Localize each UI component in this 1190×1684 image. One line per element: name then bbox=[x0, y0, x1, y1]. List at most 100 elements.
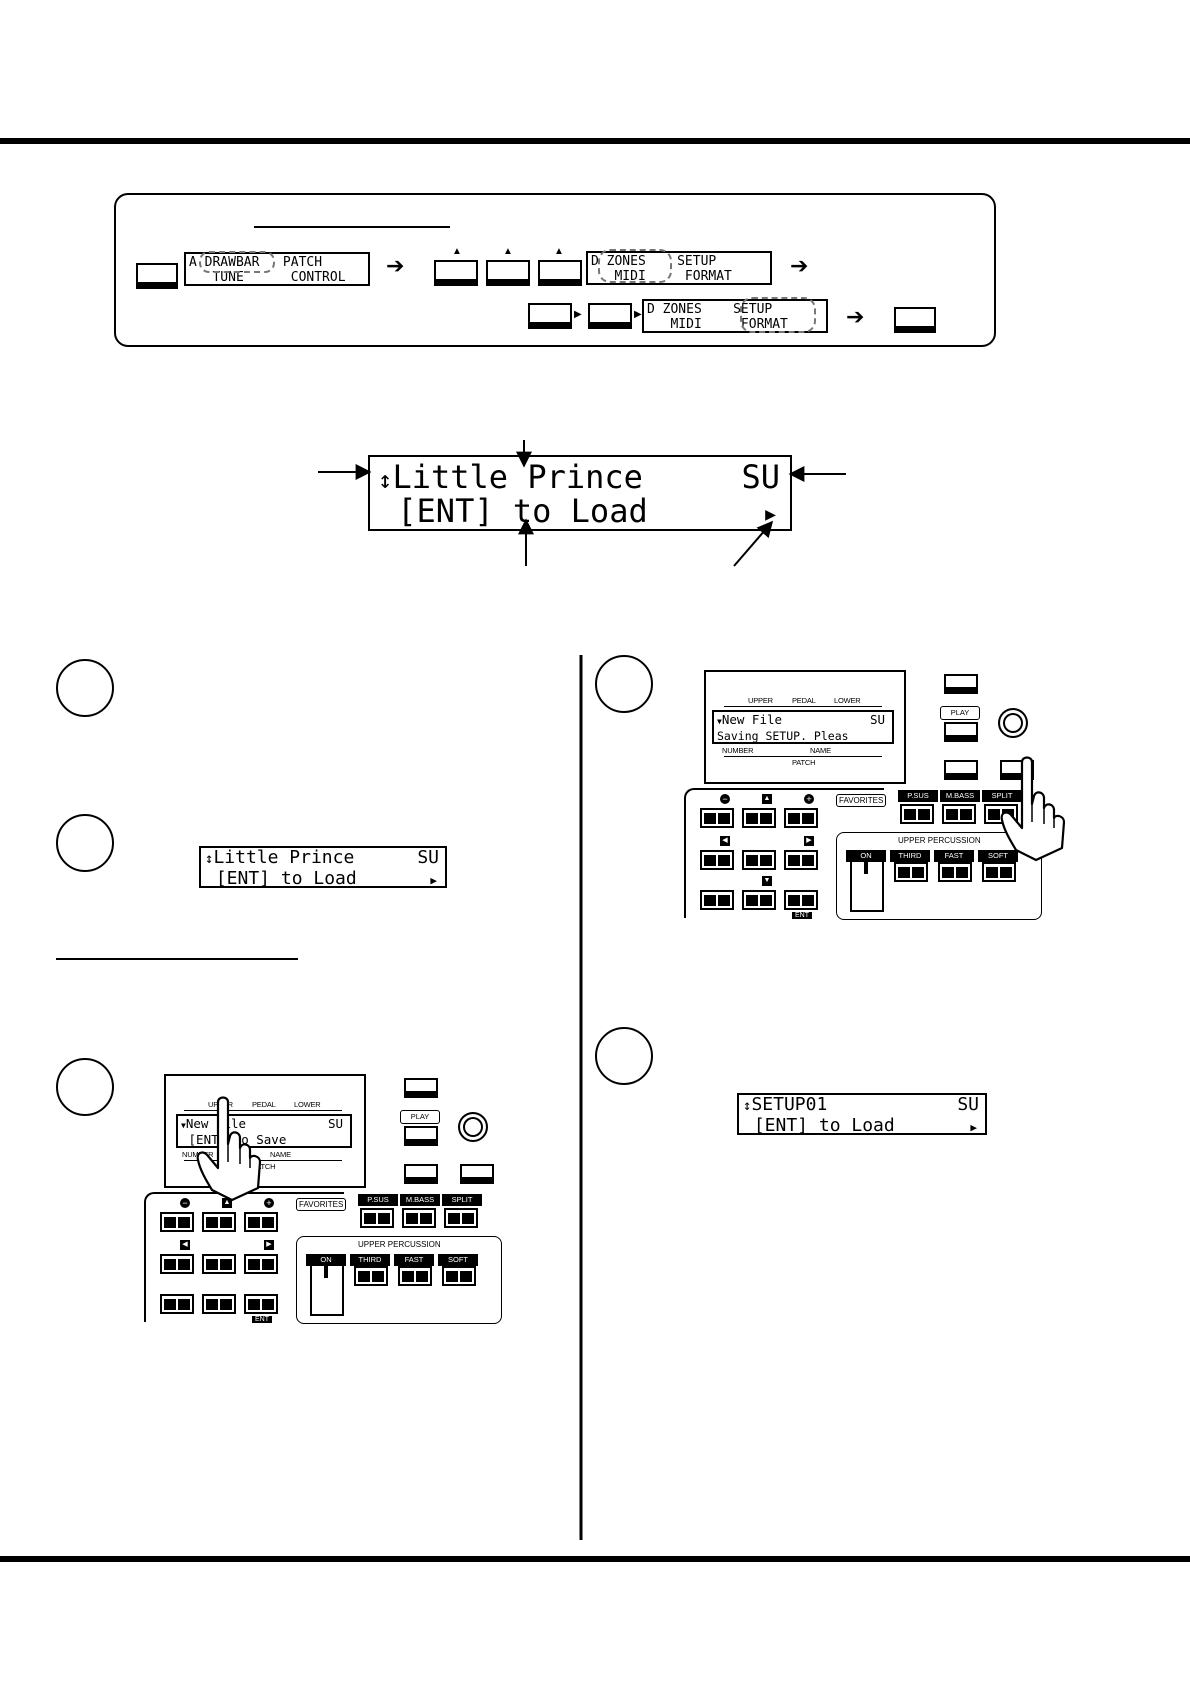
step2-display-tag: SU bbox=[417, 847, 439, 868]
favorite-key-2[interactable] bbox=[742, 808, 776, 828]
underline-placeholder bbox=[254, 226, 450, 228]
lower-label: LOWER bbox=[294, 1100, 321, 1109]
more-page-icon: ▶ bbox=[970, 1121, 977, 1134]
favorite-key-5[interactable] bbox=[742, 850, 776, 870]
upper-percussion-frame bbox=[836, 832, 1042, 920]
mbass-button[interactable] bbox=[402, 1208, 436, 1228]
panel-button-left[interactable] bbox=[404, 1164, 438, 1184]
percussion-fast-tab: FAST bbox=[394, 1254, 434, 1266]
menu-button[interactable] bbox=[136, 263, 178, 289]
favorites-label: FAVORITES bbox=[836, 794, 887, 807]
percussion-fast-button[interactable] bbox=[938, 862, 972, 882]
psus-tab: P.SUS bbox=[358, 1194, 398, 1206]
up-triangle-icon: ▲ bbox=[503, 246, 513, 257]
arrow-right-icon: ➔ bbox=[386, 253, 405, 278]
favorite-key-2[interactable] bbox=[202, 1212, 236, 1232]
play-label-box: PLAY bbox=[940, 706, 980, 720]
plus-icon: + bbox=[804, 794, 814, 804]
percussion-soft-button[interactable] bbox=[982, 862, 1016, 882]
lcd-page-a-line2: TUNE CONTROL bbox=[189, 270, 346, 285]
favorite-key-1[interactable] bbox=[160, 1212, 194, 1232]
menu-navigation-diagram bbox=[114, 193, 996, 347]
step2-display-line2: [ENT] to Load bbox=[205, 868, 357, 889]
left-cursor-button[interactable] bbox=[528, 303, 572, 329]
percussion-soft-button[interactable] bbox=[442, 1266, 476, 1286]
divider bbox=[724, 706, 882, 707]
small-arrow-icon: ▶ bbox=[634, 309, 642, 320]
favorite-key-9[interactable] bbox=[784, 890, 818, 910]
psus-button[interactable] bbox=[900, 804, 934, 824]
favorite-key-8[interactable] bbox=[742, 890, 776, 910]
percussion-on-tab: ON bbox=[306, 1254, 346, 1266]
mbass-button[interactable] bbox=[942, 804, 976, 824]
play-label-box: PLAY bbox=[400, 1110, 440, 1124]
knob[interactable] bbox=[458, 1112, 488, 1142]
favorite-key-6[interactable] bbox=[244, 1254, 278, 1274]
patch-label: PATCH bbox=[792, 758, 816, 767]
drawbar-highlight bbox=[199, 251, 275, 273]
percussion-third-button[interactable] bbox=[354, 1266, 388, 1286]
favorite-key-7[interactable] bbox=[160, 1294, 194, 1314]
step-circle-1 bbox=[56, 659, 114, 717]
lcd-page-a: A DRAWBAR PATCH TUNE CONTROL bbox=[184, 252, 370, 286]
plus-icon: + bbox=[264, 1198, 274, 1208]
panel-button-left[interactable] bbox=[944, 760, 978, 780]
page-button-2[interactable] bbox=[486, 260, 530, 286]
up-icon: ▲ bbox=[222, 1198, 232, 1208]
more-page-icon: ▶ bbox=[765, 504, 776, 525]
record-button[interactable] bbox=[404, 1078, 438, 1098]
arrow-right-icon: ➔ bbox=[790, 253, 809, 278]
pointing-hand-icon bbox=[196, 1096, 262, 1202]
split-tab: SPLIT bbox=[442, 1194, 482, 1206]
favorite-key-1[interactable] bbox=[700, 808, 734, 828]
favorite-key-7[interactable] bbox=[700, 890, 734, 910]
panel-button-right[interactable] bbox=[460, 1164, 494, 1184]
favorite-key-3[interactable] bbox=[784, 808, 818, 828]
lcd-page-d-setup: D ZONES SETUP MIDI FORMAT bbox=[642, 299, 828, 333]
favorite-key-9[interactable] bbox=[244, 1294, 278, 1314]
patch-lcd-frame bbox=[164, 1074, 366, 1188]
favorite-key-3[interactable] bbox=[244, 1212, 278, 1232]
mbass-tab: M.BASS bbox=[400, 1194, 440, 1206]
updown-icon: ↕ bbox=[378, 466, 393, 494]
enter-button[interactable] bbox=[894, 307, 936, 333]
minus-icon: − bbox=[180, 1198, 190, 1208]
right-cursor-button[interactable] bbox=[588, 303, 632, 329]
main-display-tag: SU bbox=[741, 458, 780, 496]
favorite-key-6[interactable] bbox=[784, 850, 818, 870]
favorite-key-5[interactable] bbox=[202, 1254, 236, 1274]
favorite-key-8[interactable] bbox=[202, 1294, 236, 1314]
page-button-3[interactable] bbox=[538, 260, 582, 286]
updown-icon: ↕ bbox=[743, 1098, 752, 1114]
record-button[interactable] bbox=[944, 674, 978, 694]
main-display-line2: [ENT] to Load bbox=[378, 492, 648, 530]
favorites-frame bbox=[684, 788, 884, 918]
patch-lcd-line1: New File bbox=[185, 1116, 247, 1131]
percussion-on-switch[interactable] bbox=[310, 1266, 344, 1316]
percussion-fast-button[interactable] bbox=[398, 1266, 432, 1286]
updown-icon: ↕ bbox=[205, 851, 214, 867]
divider bbox=[184, 1110, 342, 1111]
favorite-key-4[interactable] bbox=[160, 1254, 194, 1274]
play-button[interactable] bbox=[404, 1126, 438, 1146]
patch-label: PATCH bbox=[252, 1162, 276, 1171]
step5-display-name: SETUP01 bbox=[751, 1094, 828, 1115]
up-triangle-icon: ▲ bbox=[452, 246, 462, 257]
knob[interactable] bbox=[998, 708, 1028, 738]
page-button-1[interactable] bbox=[434, 260, 478, 286]
step-circle-5 bbox=[595, 1027, 653, 1085]
psus-button[interactable] bbox=[360, 1208, 394, 1228]
favorite-key-4[interactable] bbox=[700, 850, 734, 870]
percussion-third-tab: THIRD bbox=[890, 850, 930, 862]
lcd-page-d-setup-line2: MIDI FORMAT bbox=[647, 317, 788, 332]
right-icon: ▶ bbox=[264, 1240, 274, 1250]
play-button[interactable] bbox=[944, 722, 978, 742]
split-button[interactable] bbox=[444, 1208, 478, 1228]
step5-display-line2: [ENT] to Load bbox=[743, 1115, 895, 1136]
left-icon: ◀ bbox=[180, 1240, 190, 1250]
percussion-on-switch[interactable] bbox=[850, 862, 884, 912]
percussion-third-button[interactable] bbox=[894, 862, 928, 882]
